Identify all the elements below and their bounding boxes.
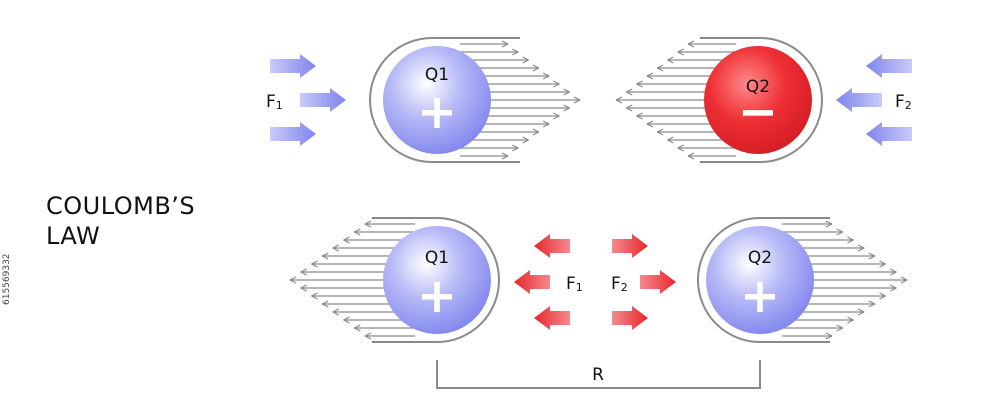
title-line-2: LAW xyxy=(46,222,101,250)
field-line-arrowhead xyxy=(677,48,684,56)
charge-label: Q2 xyxy=(746,77,770,97)
field-outline-top-right xyxy=(700,37,823,163)
force-arrow-f1-bottom xyxy=(514,270,550,294)
field-line-arrowhead xyxy=(656,64,664,72)
field-line-arrowhead xyxy=(563,104,570,112)
charge-label: Q2 xyxy=(748,248,772,268)
field-line-arrowhead xyxy=(667,136,674,144)
field-line-arrowhead xyxy=(364,332,372,340)
charge-q1-top: Q1 + xyxy=(383,46,491,154)
force-label-f1-top: F1 xyxy=(266,92,283,112)
field-lines-top-right xyxy=(615,40,736,160)
field-line-arrowhead xyxy=(532,128,540,136)
force-arrow-f1-bottom xyxy=(534,306,570,330)
force-label-f1-bottom: F1 xyxy=(566,274,583,294)
field-line-arrowhead xyxy=(512,48,519,56)
distance-label: R xyxy=(592,365,604,385)
field-line-arrowhead xyxy=(354,324,361,332)
plus-sign: + xyxy=(740,268,780,324)
field-line-arrowhead xyxy=(868,300,876,308)
force-arrow-f2-bottom xyxy=(612,306,648,330)
field-line-arrowhead xyxy=(553,80,560,88)
field-line-arrowhead xyxy=(825,332,833,340)
field-line-arrowhead xyxy=(542,120,550,128)
field-line-arrowhead xyxy=(825,220,833,228)
field-line-arrowhead xyxy=(847,316,854,324)
field-line-arrowhead xyxy=(656,128,664,136)
field-outline-bottom-right xyxy=(697,217,830,343)
field-line-arrowhead xyxy=(542,72,550,80)
distance-bracket xyxy=(436,360,761,389)
field-line-arrowhead xyxy=(667,56,674,64)
field-line-arrowhead xyxy=(553,112,560,120)
field-line-arrowhead xyxy=(857,244,865,252)
field-line-arrowhead xyxy=(646,72,654,80)
field-line-arrowhead xyxy=(501,40,509,48)
field-line-arrowhead xyxy=(626,104,633,112)
field-line-arrowhead xyxy=(857,308,865,316)
field-line-arrowhead xyxy=(364,220,372,228)
field-line-arrowhead xyxy=(289,276,297,284)
force-arrow-f1-top xyxy=(300,88,346,112)
field-outline-top-left xyxy=(369,37,520,163)
charge-q2-bottom: Q2 + xyxy=(706,226,814,334)
field-line-arrowhead xyxy=(868,252,876,260)
field-line-arrowhead xyxy=(626,88,633,96)
field-line-arrowhead xyxy=(836,324,843,332)
field-line-arrowhead xyxy=(636,80,643,88)
field-outline-bottom-left xyxy=(372,217,500,343)
field-line-arrowhead xyxy=(573,96,581,104)
charge-q2-top: Q2 − xyxy=(704,46,812,154)
field-line-arrowhead xyxy=(501,152,509,160)
force-arrow-f1-top xyxy=(270,122,316,146)
field-line-arrowhead xyxy=(321,300,329,308)
force-label-f2-top: F2 xyxy=(895,92,912,112)
field-line-arrowhead xyxy=(636,112,643,120)
charge-q1-bottom: Q1 + xyxy=(383,226,491,334)
force-arrows xyxy=(270,54,912,330)
field-line-arrowhead xyxy=(512,144,519,152)
field-line-arrowhead xyxy=(847,236,854,244)
field-line-arrowhead xyxy=(890,284,897,292)
field-line-arrowhead xyxy=(532,64,540,72)
force-arrow-f2-top xyxy=(836,88,882,112)
field-line-arrowhead xyxy=(879,292,886,300)
field-line-arrowhead xyxy=(677,144,684,152)
field-line-arrowhead xyxy=(354,228,361,236)
force-label-f2-bottom: F2 xyxy=(611,274,628,294)
plus-sign: + xyxy=(417,268,457,324)
charge-label: Q1 xyxy=(425,248,449,268)
force-arrow-f2-top xyxy=(866,54,912,78)
field-line-arrowhead xyxy=(646,120,654,128)
field-line-arrowhead xyxy=(311,260,318,268)
field-line-arrowhead xyxy=(343,236,350,244)
force-arrow-f2-bottom xyxy=(640,270,676,294)
field-line-arrowhead xyxy=(343,316,350,324)
field-line-arrowhead xyxy=(890,268,897,276)
force-arrow-f1-top xyxy=(270,54,316,78)
field-line-arrowhead xyxy=(332,308,340,316)
field-line-arrowhead xyxy=(321,252,329,260)
plus-sign: + xyxy=(417,84,457,140)
title-line-1: COULOMB’S xyxy=(46,192,196,220)
force-arrow-f2-top xyxy=(866,122,912,146)
field-line-arrowhead xyxy=(900,276,908,284)
force-arrow-f1-bottom xyxy=(534,234,570,258)
field-line-arrowhead xyxy=(522,136,529,144)
field-line-arrowhead xyxy=(300,284,307,292)
field-line-arrowhead xyxy=(687,40,695,48)
force-arrow-f2-bottom xyxy=(612,234,648,258)
charge-label: Q1 xyxy=(425,65,449,85)
field-line-arrowhead xyxy=(332,244,340,252)
field-line-arrowhead xyxy=(687,152,695,160)
field-line-arrowhead xyxy=(522,56,529,64)
field-line-arrowhead xyxy=(563,88,570,96)
field-line-arrowhead xyxy=(311,292,318,300)
field-line-arrowhead xyxy=(300,268,307,276)
field-line-arrowhead xyxy=(879,260,886,268)
field-line-arrowhead xyxy=(615,96,623,104)
field-line-arrowhead xyxy=(836,228,843,236)
minus-sign: − xyxy=(738,84,778,140)
